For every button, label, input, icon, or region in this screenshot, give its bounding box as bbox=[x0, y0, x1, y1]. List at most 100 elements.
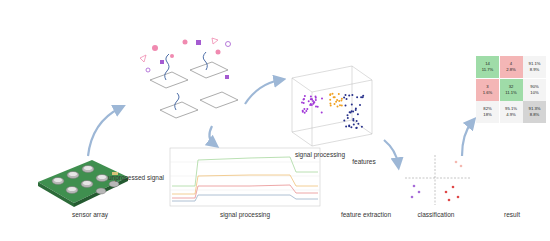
scatter-point bbox=[356, 127, 358, 129]
scatter-point bbox=[338, 93, 340, 95]
matrix-cell: 4 2.8% bbox=[500, 56, 523, 78]
scatter-point bbox=[301, 101, 303, 103]
matrix-cell: 95.1% 4.9% bbox=[500, 101, 523, 123]
scatter-point bbox=[352, 111, 354, 113]
scatter-point bbox=[345, 94, 347, 96]
scatter-point bbox=[347, 117, 349, 119]
scatter-point bbox=[338, 100, 340, 102]
scatter-point bbox=[349, 111, 351, 113]
matrix-cell: 91.3% 8.8% bbox=[523, 101, 546, 123]
scatter-point bbox=[340, 100, 342, 102]
scatter-point bbox=[346, 98, 348, 100]
scatter-point bbox=[302, 111, 304, 113]
scatter-point bbox=[309, 104, 311, 106]
scatter-point bbox=[315, 99, 317, 101]
matrix-value: 90% 10% bbox=[524, 84, 545, 95]
scatter-point bbox=[343, 97, 345, 99]
scatter-point bbox=[341, 98, 343, 100]
scatter-point bbox=[355, 127, 357, 129]
matrix-value: 91.1% 8.9% bbox=[524, 61, 545, 72]
scatter-point bbox=[341, 104, 343, 106]
stage-label: unprocessed signal bbox=[108, 174, 164, 181]
scatter-point bbox=[348, 125, 350, 127]
scatter-point bbox=[343, 120, 345, 122]
scatter-point bbox=[304, 112, 306, 114]
matrix-value: 32 11.1% bbox=[501, 84, 522, 95]
stage-label: signal processing bbox=[220, 211, 270, 218]
matrix-cell: 14 11.7% bbox=[476, 56, 499, 78]
matrix-cell: 90% 10% bbox=[523, 79, 546, 101]
scatter-point bbox=[302, 110, 304, 112]
scatter-point bbox=[321, 112, 323, 114]
stage-label: sensor array bbox=[72, 211, 108, 218]
scatter-point bbox=[303, 108, 305, 110]
matrix-value: 95.1% 4.9% bbox=[501, 106, 522, 117]
molecule-sensors bbox=[140, 38, 238, 118]
scatter-point bbox=[317, 106, 319, 108]
scatter-point bbox=[348, 95, 350, 97]
scatter-point bbox=[351, 94, 353, 96]
scatter-point bbox=[355, 107, 357, 109]
scatter-point bbox=[303, 98, 305, 100]
scatter-point bbox=[332, 93, 334, 95]
scatter-point bbox=[337, 106, 339, 108]
scatter-point bbox=[308, 100, 310, 102]
scatter-point bbox=[311, 98, 313, 100]
scatter-point bbox=[336, 99, 338, 101]
scatter-point bbox=[310, 103, 312, 105]
stage-label: signal processing bbox=[295, 151, 345, 158]
scatter-point bbox=[339, 104, 341, 106]
scatter-point bbox=[315, 97, 317, 99]
scatter-point bbox=[303, 102, 305, 104]
scatter-point bbox=[310, 98, 312, 100]
scatter-point bbox=[304, 95, 306, 97]
scatter-point bbox=[348, 125, 350, 127]
matrix-cell: 91.1% 8.9% bbox=[523, 56, 546, 78]
stage-label: feature extraction bbox=[341, 211, 391, 218]
scatter-point bbox=[313, 101, 315, 103]
matrix-cell: 82% 18% bbox=[476, 101, 499, 123]
scatter-point bbox=[362, 96, 364, 98]
scatter-point bbox=[329, 99, 331, 101]
scatter-point bbox=[352, 118, 354, 120]
matrix-value: 4 2.8% bbox=[501, 61, 522, 72]
matrix-value: 91.3% 8.8% bbox=[524, 106, 545, 117]
scatter-point bbox=[347, 114, 349, 116]
scatter-point bbox=[310, 96, 312, 98]
scatter-3d bbox=[292, 66, 372, 146]
scatter-point bbox=[345, 104, 347, 106]
matrix-cell: 3 1.6% bbox=[476, 79, 499, 101]
scatter-point bbox=[350, 126, 352, 128]
sensor-board bbox=[38, 160, 128, 207]
classification-plot bbox=[405, 155, 470, 205]
stage-label: classification bbox=[418, 211, 455, 218]
scatter-point bbox=[330, 104, 332, 106]
stage-label: result bbox=[504, 211, 520, 218]
scatter-point bbox=[310, 98, 312, 100]
scatter-point bbox=[355, 109, 357, 111]
scatter-point bbox=[356, 120, 358, 122]
matrix-value: 82% 18% bbox=[477, 106, 498, 117]
scatter-point bbox=[351, 103, 353, 105]
scatter-point bbox=[357, 123, 359, 125]
matrix-cell: 32 11.1% bbox=[500, 79, 523, 101]
scatter-point bbox=[315, 106, 317, 108]
scatter-point bbox=[329, 94, 331, 96]
matrix-value: 14 11.7% bbox=[477, 61, 498, 72]
scatter-point bbox=[333, 96, 335, 98]
scatter-point bbox=[321, 97, 323, 99]
scatter-point bbox=[356, 96, 358, 98]
scatter-point bbox=[329, 102, 331, 104]
scatter-point bbox=[350, 112, 352, 114]
scatter-point bbox=[334, 103, 336, 105]
scatter-point bbox=[361, 126, 363, 128]
scatter-point bbox=[345, 126, 347, 128]
scatter-point bbox=[303, 98, 305, 100]
scatter-point bbox=[359, 104, 361, 106]
scatter-point bbox=[353, 124, 355, 126]
matrix-value: 3 1.6% bbox=[477, 84, 498, 95]
scatter-point bbox=[329, 93, 331, 95]
scatter-point bbox=[357, 113, 359, 115]
scatter-point bbox=[305, 110, 307, 112]
